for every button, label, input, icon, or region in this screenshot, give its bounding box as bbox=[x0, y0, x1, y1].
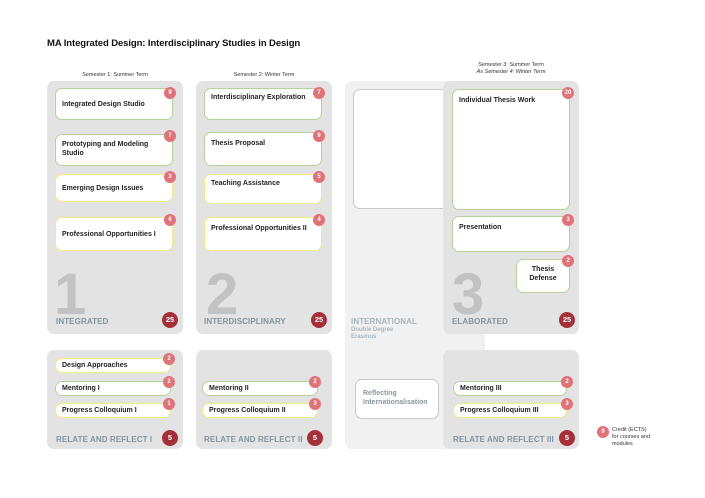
semester-3-line1: Semester 3: Summer Term bbox=[478, 62, 544, 68]
semester-label: INTEGRATED bbox=[56, 317, 109, 326]
semester-2-header: Semester 2: Winter Term bbox=[233, 72, 295, 78]
credit-badge: 20 bbox=[562, 87, 574, 99]
reflect-2-panel: Mentoring II 2 Progress Colloquium II 3 … bbox=[196, 350, 332, 449]
module-card[interactable]: Mentoring II bbox=[202, 381, 318, 396]
credit-badge: 5 bbox=[313, 171, 325, 183]
module-name: Presentation bbox=[459, 224, 502, 231]
module-card[interactable]: Integrated Design Studio bbox=[55, 88, 173, 120]
module-card[interactable]: Mentoring III bbox=[453, 381, 567, 396]
reflect-label: RELATE AND REFLECT I bbox=[56, 435, 153, 444]
legend-credit-badge: 9 bbox=[597, 426, 609, 438]
legend-text: Credit (ECTS) for courses and modules bbox=[612, 427, 650, 448]
double-degree-label: Double Degree bbox=[351, 327, 394, 333]
module-card[interactable]: Prototyping and Modeling Studio bbox=[55, 134, 173, 166]
credit-badge: 9 bbox=[164, 87, 176, 99]
semester-1-panel: 1 Integrated Design Studio 9 Prototyping… bbox=[47, 81, 183, 334]
module-card[interactable]: Thesis Defense bbox=[516, 259, 570, 293]
module-name: Interdisciplinary Exploration bbox=[211, 94, 306, 101]
credit-badge: 4 bbox=[313, 214, 325, 226]
module-name: Design Approaches bbox=[62, 362, 128, 369]
credit-badge: 3 bbox=[164, 171, 176, 183]
total-credit-badge: 25 bbox=[162, 312, 178, 328]
total-credit-badge: 5 bbox=[559, 430, 575, 446]
credit-badge: 2 bbox=[561, 376, 573, 388]
credit-badge: 2 bbox=[309, 376, 321, 388]
module-name: Progress Colloquium II bbox=[209, 407, 286, 414]
credit-badge: 2 bbox=[163, 353, 175, 365]
credit-badge: 1 bbox=[163, 398, 175, 410]
semester-label: ELABORATED bbox=[452, 317, 508, 326]
credit-badge: 3 bbox=[561, 398, 573, 410]
international-label: INTERNATIONAL bbox=[351, 317, 418, 326]
module-name: Professional Opportunities I bbox=[62, 230, 156, 238]
module-card[interactable]: Professional Opportunities II bbox=[204, 217, 322, 251]
reflect-label: RELATE AND REFLECT II bbox=[204, 435, 303, 444]
legend-line: for courses and bbox=[612, 434, 650, 440]
module-name: Progress Colloquium I bbox=[62, 407, 137, 414]
module-card[interactable]: Individual Thesis Work bbox=[452, 89, 570, 210]
semester-3-panel: 3 Individual Thesis Work 20 Presentation… bbox=[443, 81, 579, 334]
credit-badge: 3 bbox=[309, 398, 321, 410]
module-name: Reflecting Internationalisation bbox=[363, 390, 428, 406]
module-card[interactable]: Teaching Assistance bbox=[204, 174, 322, 204]
module-name: Thesis Defense bbox=[529, 266, 557, 282]
total-credit-badge: 5 bbox=[307, 430, 323, 446]
semester-number: 3 bbox=[452, 262, 485, 327]
legend-line: Credit (ECTS) bbox=[612, 427, 647, 433]
module-card[interactable]: Thesis Proposal bbox=[204, 132, 322, 166]
module-name: Prototyping and Modeling Studio bbox=[62, 141, 149, 157]
semester-3-line2: As Semester 4: Winter Term bbox=[476, 69, 546, 75]
module-name: Thesis Proposal bbox=[211, 140, 266, 147]
semester-3-header: Semester 3: Summer Term As Semester 4: W… bbox=[443, 62, 579, 76]
credit-badge: 6 bbox=[164, 214, 176, 226]
module-card[interactable]: Mentoring I bbox=[55, 381, 171, 396]
module-name: Integrated Design Studio bbox=[62, 100, 145, 108]
module-card[interactable]: Progress Colloquium III bbox=[453, 403, 567, 418]
module-name: Mentoring I bbox=[62, 385, 100, 392]
module-name: Mentoring II bbox=[209, 385, 249, 392]
module-name: Progress Colloquium III bbox=[460, 407, 539, 414]
reflecting-internationalisation-card[interactable]: Reflecting Internationalisation bbox=[355, 379, 439, 419]
module-card[interactable]: Progress Colloquium II bbox=[202, 403, 318, 418]
semester-2-panel: 2 Interdisciplinary Exploration 7 Thesis… bbox=[196, 81, 332, 334]
total-credit-badge: 25 bbox=[559, 312, 575, 328]
module-card[interactable]: Professional Opportunities I bbox=[55, 217, 173, 251]
reflect-label: RELATE AND REFLECT III bbox=[453, 435, 554, 444]
reflect-1-panel: Design Approaches 2 Mentoring I 2 Progre… bbox=[47, 350, 183, 449]
reflect-3-panel: Mentoring III 2 Progress Colloquium III … bbox=[443, 350, 579, 449]
total-credit-badge: 25 bbox=[311, 312, 327, 328]
credit-badge: 2 bbox=[163, 376, 175, 388]
semester-number: 2 bbox=[206, 262, 239, 327]
page-title: MA Integrated Design: Interdisciplinary … bbox=[47, 38, 301, 49]
erasmus-label: Erasmus bbox=[351, 334, 377, 340]
module-name: Professional Opportunities II bbox=[211, 225, 307, 232]
credit-badge: 7 bbox=[313, 87, 325, 99]
credit-badge: 2 bbox=[562, 255, 574, 267]
module-name: Teaching Assistance bbox=[211, 180, 280, 187]
credit-badge: 7 bbox=[164, 130, 176, 142]
module-name: Emerging Design Issues bbox=[62, 184, 144, 192]
module-name: Individual Thesis Work bbox=[459, 97, 536, 104]
semester-number: 1 bbox=[54, 262, 87, 327]
module-card[interactable]: Interdisciplinary Exploration bbox=[204, 88, 322, 120]
module-card[interactable]: Design Approaches bbox=[55, 358, 171, 373]
legend-line: modules bbox=[612, 441, 633, 447]
semester-1-header: Semester 1: Summer Term bbox=[82, 72, 148, 78]
module-name: Mentoring III bbox=[460, 385, 502, 392]
module-card[interactable]: Presentation bbox=[452, 216, 570, 252]
module-card[interactable]: Progress Colloquium I bbox=[55, 403, 171, 418]
module-card[interactable]: Emerging Design Issues bbox=[55, 174, 173, 202]
semester-label: INTERDISCIPLINARY bbox=[204, 317, 286, 326]
credit-badge: 3 bbox=[562, 214, 574, 226]
credit-badge: 9 bbox=[313, 130, 325, 142]
total-credit-badge: 5 bbox=[162, 430, 178, 446]
